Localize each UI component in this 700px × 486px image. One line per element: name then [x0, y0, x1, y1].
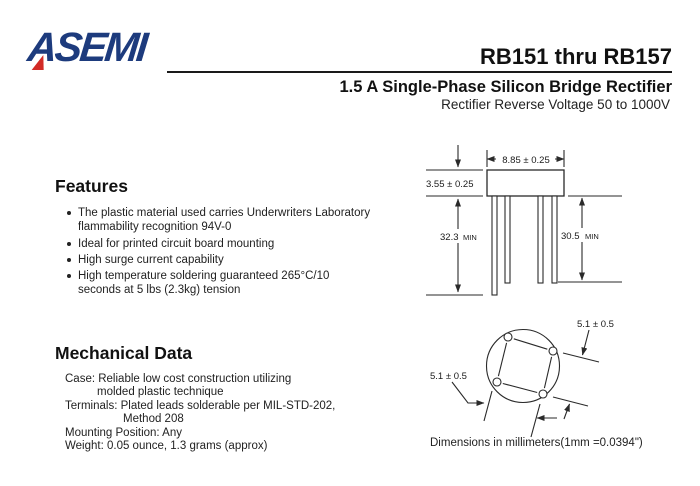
features-heading: Features — [55, 176, 128, 196]
bullet-dot-icon — [67, 211, 71, 215]
dim-lead-short-label: 30.5 — [561, 231, 580, 242]
dim-body-width-label: 8.85 ± 0.25 — [502, 155, 549, 166]
pin-hole — [538, 389, 548, 399]
bullet-dot-icon — [67, 274, 71, 279]
package-bottom-view-drawing — [451, 328, 600, 438]
dim-pin-spacing-right-label: 5.1 ± 0.5 — [577, 319, 614, 330]
bullet-dot-icon — [67, 257, 71, 262]
part-number-title: RB151 thru RB157 — [480, 44, 672, 69]
pin-hole — [492, 377, 502, 387]
mech-line-weight: Weight: 0.05 ounce, 1.3 grams (approx) — [65, 440, 268, 453]
mech-line-terminals: Terminals: Plated leads solderable per M… — [65, 399, 336, 412]
pin-hole — [503, 332, 513, 342]
pin-hole — [548, 346, 558, 356]
lead-3 — [537, 195, 544, 284]
feature-line: seconds at 5 lbs (2.3kg) tension — [78, 284, 241, 297]
lead-2 — [504, 195, 511, 284]
dim-body-height-label: 3.55 ± 0.25 — [426, 179, 473, 190]
package-body — [486, 169, 565, 197]
feature-line: Ideal for printed circuit board mounting — [78, 237, 275, 250]
package-outline-circle — [485, 328, 561, 404]
document-title: 1.5 A Single-Phase Silicon Bridge Rectif… — [339, 78, 672, 96]
mech-line-mounting: Mounting Position: Any — [65, 426, 182, 439]
feature-item: High surge current capability — [55, 253, 405, 267]
dim-lead-long-min-label: MIN — [463, 233, 477, 242]
features-list: The plastic material used carries Underw… — [55, 206, 405, 298]
feature-line: High surge current capability — [78, 253, 224, 266]
features-section: Features The plastic material used carri… — [55, 176, 405, 300]
feature-line: High temperature soldering guaranteed 26… — [78, 270, 330, 283]
feature-line: The plastic material used carries Underw… — [78, 207, 371, 219]
feature-line: flammability recognition 94V-0 — [78, 221, 232, 234]
mech-line-terminals-cont: Method 208 — [123, 413, 184, 426]
dim-lead-short-min-label: MIN — [585, 232, 599, 241]
header-divider — [167, 71, 672, 73]
mechanical-data-section: Mechanical Data Case: Reliable low cost … — [55, 343, 415, 453]
dimension-note: Dimensions in millimeters(1mm =0.0394") — [430, 437, 643, 449]
mechanical-data-heading: Mechanical Data — [55, 343, 193, 363]
package-front-view-drawing — [426, 145, 622, 296]
lead-4 — [551, 195, 558, 284]
dim-lead-long-label: 32.3 — [440, 232, 459, 243]
feature-item: The plastic material used carries Underw… — [55, 206, 405, 235]
bullet-dot-icon — [67, 241, 71, 246]
lead-1 — [491, 195, 498, 296]
feature-item: Ideal for printed circuit board mounting — [55, 237, 405, 251]
feature-item: High temperature soldering guaranteed 26… — [55, 269, 405, 298]
reverse-voltage-subtitle: Rectifier Reverse Voltage 50 to 1000V — [441, 97, 670, 112]
dim-pin-spacing-left-label: 5.1 ± 0.5 — [430, 371, 467, 382]
mech-line-case-cont: molded plastic technique — [97, 386, 224, 399]
mech-line-case: Case: Reliable low cost construction uti… — [65, 373, 292, 385]
